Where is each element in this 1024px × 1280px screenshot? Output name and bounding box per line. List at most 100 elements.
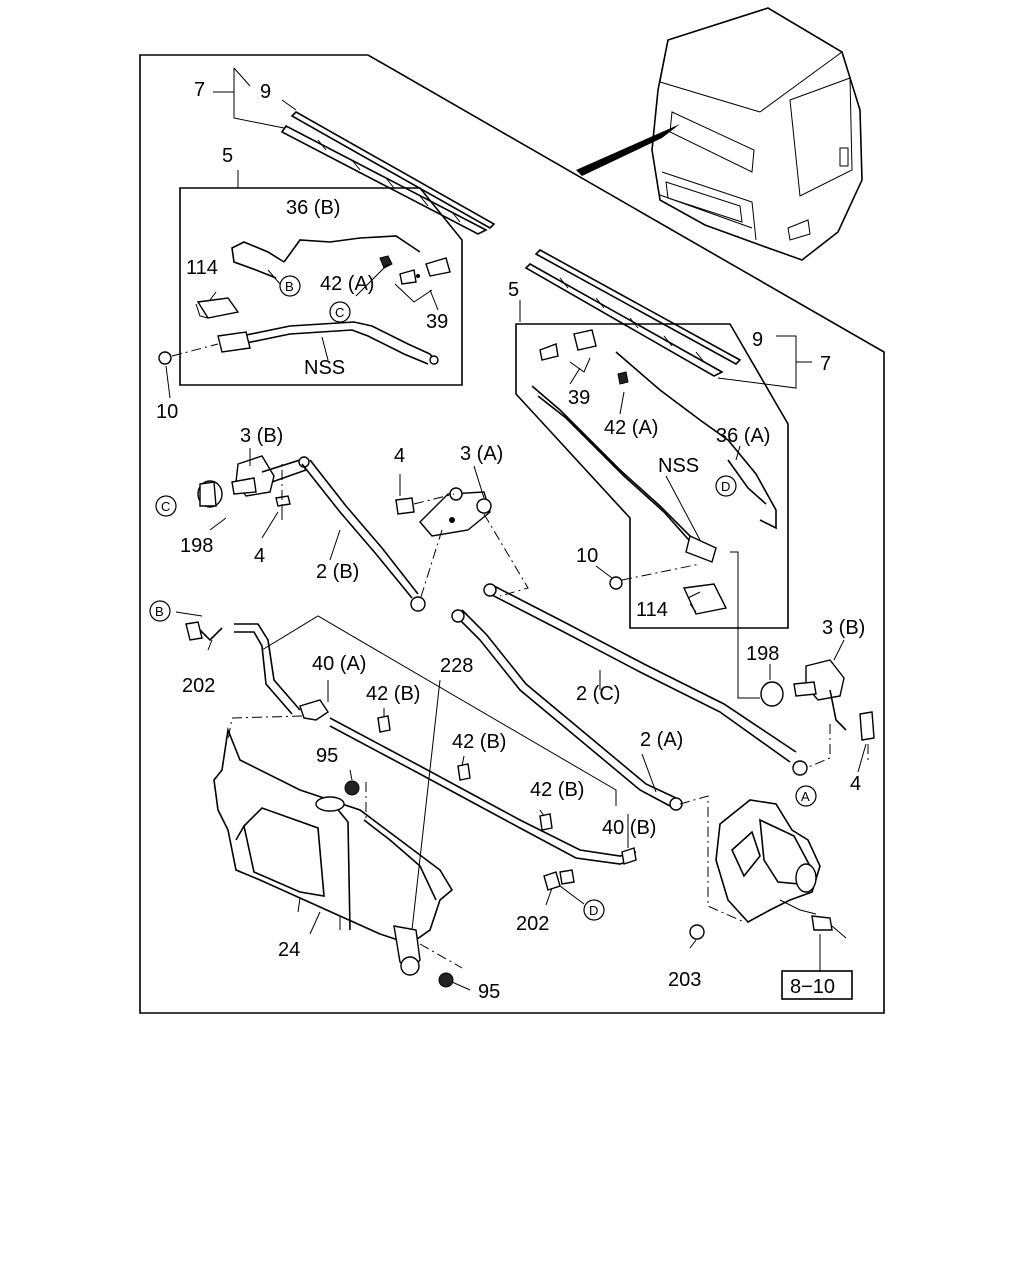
- right-grommet-198: [760, 681, 784, 707]
- label-2b: 2 (B): [316, 561, 359, 583]
- label-42b-2: 42 (B): [452, 731, 506, 753]
- callout-b-top: B: [285, 279, 294, 294]
- label-4-center: 4: [394, 445, 405, 467]
- clip-42b-2: [457, 763, 471, 781]
- label-36b: 36 (B): [286, 197, 340, 219]
- ref-box-8-10: [781, 970, 853, 1000]
- right-bolt-4: [859, 711, 875, 741]
- left-arm: [217, 321, 439, 365]
- label-4-left: 4: [254, 545, 265, 567]
- center-pivot-3a: [419, 487, 492, 537]
- label-114-left: 114: [186, 257, 218, 279]
- diagram-frame: [139, 54, 885, 1014]
- label-95-bottom: 95: [478, 981, 500, 1003]
- label-9-left: 9: [260, 81, 271, 103]
- label-9-right: 9: [752, 329, 763, 351]
- label-198-left: 198: [180, 535, 213, 557]
- clip-42b-3: [539, 813, 553, 831]
- bracket-9-left: [233, 67, 297, 111]
- label-114-right: 114: [636, 599, 668, 621]
- callout-d-bottom: D: [589, 903, 598, 918]
- label-10-left: 10: [156, 401, 178, 423]
- left-washer-hose-36b: [231, 235, 421, 279]
- label-203: 203: [668, 969, 701, 991]
- bracket-7-left: [213, 68, 285, 129]
- link-rod-2a: [451, 609, 683, 811]
- callout-c-arm: C: [335, 305, 344, 320]
- washer-tank-24: [213, 726, 454, 976]
- right-washer-hose-36a: [615, 351, 777, 530]
- link-rod-2b: [301, 459, 426, 612]
- clip-42b-1: [377, 715, 391, 733]
- circle-callouts: B C D C B A D: [149, 275, 817, 921]
- label-202-left: 202: [182, 675, 215, 697]
- label-7-right: 7: [820, 353, 831, 375]
- label-42a-left: 42 (A): [320, 273, 374, 295]
- label-39-right: 39: [568, 387, 590, 409]
- label-3b-left: 3 (B): [240, 425, 283, 447]
- label-42b-1: 42 (B): [366, 683, 420, 705]
- left-nut-10: [158, 351, 172, 365]
- right-arm-box: [515, 323, 789, 629]
- left-bolt-4: [275, 495, 291, 507]
- right-nut-10: [609, 576, 623, 590]
- left-pivot-3b: [231, 455, 310, 497]
- label-2a: 2 (A): [640, 729, 683, 751]
- callout-c-motor: C: [161, 499, 170, 514]
- label-5-left: 5: [222, 145, 233, 167]
- connector-40a: [299, 699, 329, 721]
- label-202-right: 202: [516, 913, 549, 935]
- left-wiper-blade: [280, 111, 496, 235]
- motor-nut-203: [689, 924, 705, 940]
- right-pivot-3b: [793, 659, 847, 731]
- leader-lines: [165, 263, 867, 991]
- right-arm: [531, 385, 717, 563]
- motor-link-line: [679, 795, 745, 923]
- wiper-motor: [715, 799, 847, 939]
- label-3b-right: 3 (B): [822, 617, 865, 639]
- label-36a: 36 (A): [716, 425, 770, 447]
- right-wiper-blade: [524, 249, 742, 377]
- label-3a: 3 (A): [460, 443, 503, 465]
- label-5-right: 5: [508, 279, 519, 301]
- label-8-10: 8−10: [790, 976, 835, 998]
- label-40a: 40 (A): [312, 653, 366, 675]
- bracket-7-right: [717, 335, 812, 389]
- link-rod-2c: [483, 583, 808, 776]
- label-228: 228: [440, 655, 473, 677]
- tank-nut-95-bottom: [438, 972, 454, 988]
- cab-pointer-arrow: [576, 124, 680, 176]
- left-screw-39: [399, 257, 451, 285]
- left-grommet-198: [197, 480, 223, 508]
- washer-hose-228: [329, 717, 637, 865]
- label-95-top: 95: [316, 745, 338, 767]
- left-arm-cap-114: [196, 297, 240, 319]
- callout-b-mid: B: [155, 604, 164, 619]
- label-42b-3: 42 (B): [530, 779, 584, 801]
- label-4-right: 4: [850, 773, 861, 795]
- label-24: 24: [278, 939, 300, 961]
- label-nss-right: NSS: [658, 455, 699, 477]
- left-arm-box: [179, 187, 463, 386]
- label-39-left: 39: [426, 311, 448, 333]
- connector-202-right: [543, 869, 575, 891]
- left-nut-42a: [379, 255, 393, 269]
- center-bolt-4: [395, 497, 415, 515]
- label-2c: 2 (C): [576, 683, 620, 705]
- part-labels: 7 9 5 36 (B) 114 42 (A) 39 NSS 10 5 9 7 …: [156, 79, 865, 1003]
- right-screw-39: [539, 329, 597, 361]
- label-10-right: 10: [576, 545, 598, 567]
- callout-d-hose: D: [721, 479, 730, 494]
- label-nss-left: NSS: [304, 357, 345, 379]
- label-7-left: 7: [194, 79, 205, 101]
- label-198-right: 198: [746, 643, 779, 665]
- washer-hose-left-202: [185, 621, 301, 715]
- truck-cab-illustration: [651, 7, 863, 261]
- label-40b: 40 (B): [602, 817, 656, 839]
- right-nut-42a: [617, 371, 629, 385]
- right-arm-cap-114: [682, 583, 728, 615]
- callout-a-motor: A: [801, 789, 810, 804]
- tank-nut-95-top: [344, 780, 360, 796]
- label-42a-right: 42 (A): [604, 417, 658, 439]
